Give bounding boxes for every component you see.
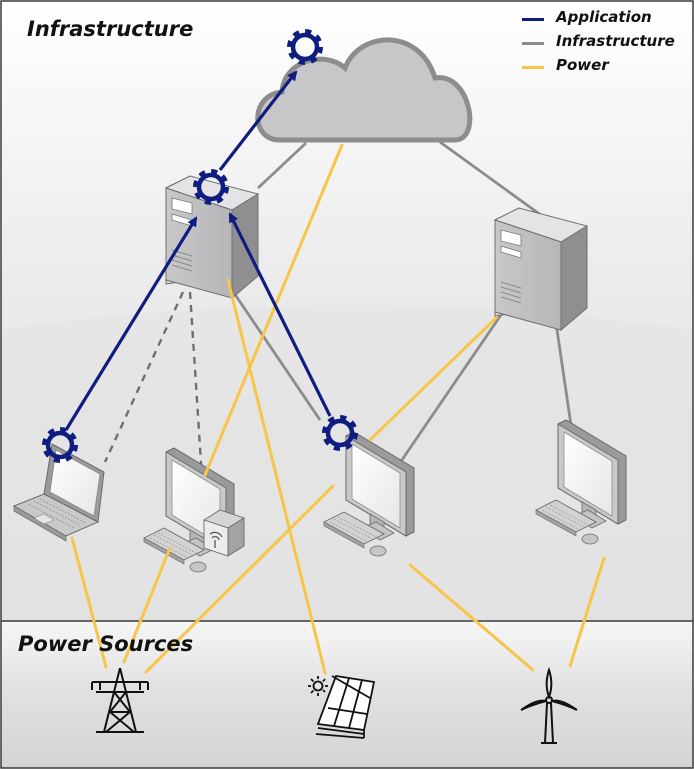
cloud-icon xyxy=(255,37,473,143)
legend-label: Application xyxy=(556,8,652,26)
wind-turbine-icon xyxy=(520,666,578,744)
power-sources-region-title: Power Sources xyxy=(18,632,194,656)
legend-label: Power xyxy=(556,56,609,74)
infrastructure-wireless-links xyxy=(103,291,204,479)
legend-swatch xyxy=(522,18,544,21)
gear-icon xyxy=(326,419,354,447)
infrastructure-links xyxy=(230,140,574,471)
gear-icon xyxy=(291,33,319,61)
application-links xyxy=(64,70,332,431)
transmission-tower-icon xyxy=(91,667,149,733)
infrastructure-region-title: Infrastructure xyxy=(27,17,194,41)
gear-icon xyxy=(46,431,74,459)
remote-server xyxy=(494,207,588,331)
legend-swatch xyxy=(522,66,544,69)
solar-panel-icon xyxy=(308,674,376,739)
legend-label: Infrastructure xyxy=(556,32,675,50)
power-links xyxy=(70,143,606,675)
wifi-router-icon xyxy=(203,509,245,557)
gear-icon xyxy=(197,173,225,201)
legend-swatch xyxy=(522,42,544,45)
